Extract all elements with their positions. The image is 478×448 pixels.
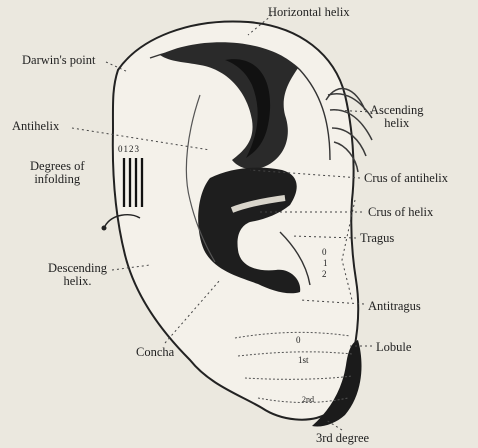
label-lobule-degree-1st: 1st (298, 356, 309, 365)
label-degree-digits: 0123 (118, 145, 140, 154)
label-darwins-point: Darwin's point (22, 54, 95, 67)
label-tragus-degree-2: 2 (322, 270, 327, 279)
infolding-hook-dot (102, 226, 107, 231)
label-antihelix: Antihelix (12, 120, 59, 133)
label-horizontal-helix: Horizontal helix (268, 6, 350, 19)
label-tragus: Tragus (360, 232, 394, 245)
label-concha: Concha (136, 346, 174, 359)
label-tragus-degree-1: 1 (323, 259, 328, 268)
label-antitragus: Antitragus (368, 300, 421, 313)
label-descending-helix: Descending helix. (48, 262, 107, 287)
label-lobule: Lobule (376, 341, 411, 354)
label-ascending-helix: Ascending helix (370, 104, 423, 129)
label-third-degree: 3rd degree (316, 432, 369, 445)
label-degrees-infolding: Degrees of infolding (30, 160, 85, 185)
label-crus-of-antihelix: Crus of antihelix (364, 172, 448, 185)
label-tragus-degree-0: 0 (322, 248, 327, 257)
label-lobule-degree-2nd: 2nd (302, 396, 314, 404)
label-crus-of-helix: Crus of helix (368, 206, 433, 219)
label-lobule-degree-0: 0 (296, 336, 301, 345)
